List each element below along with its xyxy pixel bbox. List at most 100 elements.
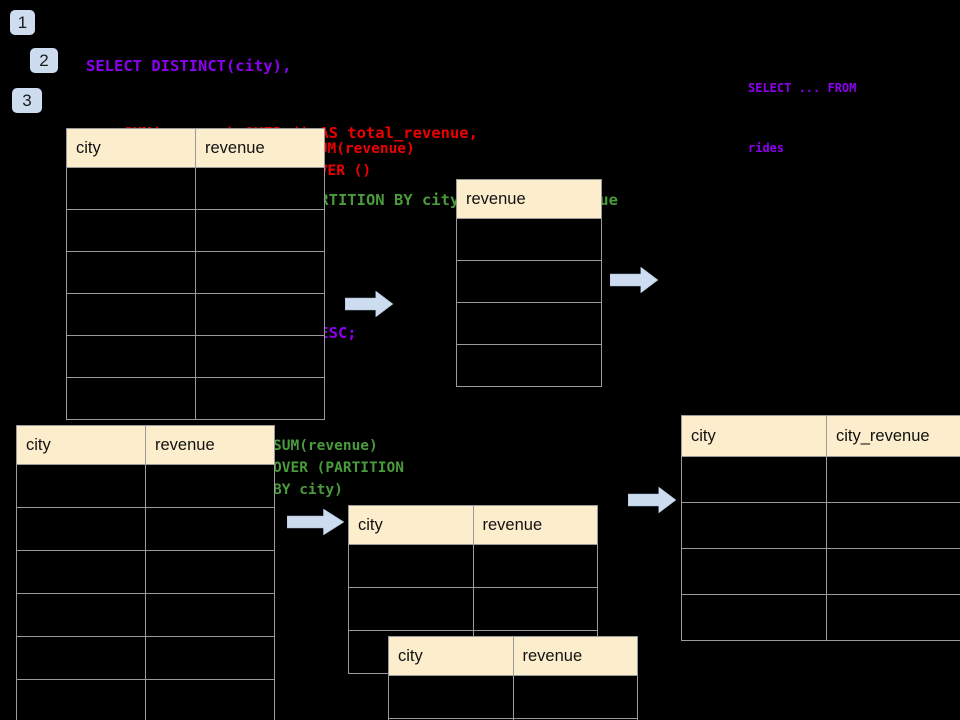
table-row (16, 464, 275, 508)
step-badge-3-label: 3 (22, 91, 32, 110)
table-cell (16, 636, 146, 680)
table-row (456, 302, 602, 345)
column-header-revenue: revenue (472, 505, 598, 545)
table-row (66, 251, 325, 294)
table-row (681, 594, 960, 641)
table-row (681, 456, 960, 503)
table-row (456, 218, 602, 261)
step-badge-2-label: 2 (39, 51, 49, 70)
arrow-source-to-partition (286, 508, 345, 536)
table-row (16, 679, 275, 720)
column-header-city: city (388, 636, 514, 676)
table-cell (472, 544, 598, 588)
table-row (348, 544, 598, 588)
table-cell (826, 456, 960, 503)
arrow-partition-to-result (627, 486, 677, 514)
table-cell (456, 344, 602, 387)
column-header-city_revenue: city_revenue (826, 415, 960, 457)
table-cell (195, 167, 325, 210)
table-row (681, 548, 960, 595)
arrow-source-to-total (344, 290, 394, 318)
table-cell (145, 464, 275, 508)
table-cell (145, 507, 275, 551)
table-cell (195, 377, 325, 420)
total-revenue-table: revenue (456, 179, 602, 387)
column-header-city: city (16, 425, 146, 465)
arrow-total-to-result (609, 266, 659, 294)
table-cell (681, 502, 827, 549)
table-row (456, 260, 602, 303)
table-cell (16, 507, 146, 551)
table-cell (16, 550, 146, 594)
table-row (66, 293, 325, 336)
table-cell (388, 675, 514, 719)
table-row (66, 209, 325, 252)
step-badge-1-label: 1 (17, 13, 28, 32)
table-cell (195, 251, 325, 294)
table-cell (681, 548, 827, 595)
table-row (681, 502, 960, 549)
table-cell (512, 718, 638, 720)
table-cell (681, 456, 827, 503)
table-row (66, 335, 325, 378)
column-header-revenue: revenue (512, 636, 638, 676)
table-cell (66, 335, 196, 378)
table-cell (145, 593, 275, 637)
table-row (16, 636, 275, 680)
table-cell (826, 502, 960, 549)
table-cell (145, 679, 275, 720)
table-cell (681, 594, 827, 641)
side-note-line-1: SELECT ... FROM (748, 81, 857, 95)
table-cell (16, 593, 146, 637)
table-cell (456, 218, 602, 261)
side-note-select-from: SELECT ... FROM rides (748, 38, 856, 198)
table-cell (66, 209, 196, 252)
table-row (16, 550, 275, 594)
step-badge-1: 1 (10, 10, 35, 35)
column-header-revenue: revenue (145, 425, 275, 465)
table-cell (66, 377, 196, 420)
table-cell (195, 335, 325, 378)
side-note-line-2: rides (748, 141, 785, 155)
table-cell (348, 587, 474, 631)
table-row (348, 587, 598, 631)
table-row (66, 167, 325, 210)
table-cell (66, 167, 196, 210)
sql-line-select: SELECT DISTINCT(city), (86, 57, 292, 76)
table-cell (66, 251, 196, 294)
table-cell (456, 260, 602, 303)
table-cell (456, 302, 602, 345)
step-badge-3: 3 (12, 88, 42, 113)
table-cell (16, 679, 146, 720)
step-badge-2: 2 (30, 48, 58, 73)
annotation-over-empty: SUM(revenue) OVER () (310, 141, 415, 179)
table-row (388, 675, 638, 719)
table-cell (348, 544, 474, 588)
table-row (456, 344, 602, 387)
table-header-row: revenue (456, 179, 602, 219)
table-cell (826, 548, 960, 595)
column-header-city: city (348, 505, 474, 545)
column-header-revenue: revenue (456, 179, 602, 219)
table-cell (826, 594, 960, 641)
table-row (66, 377, 325, 420)
column-header-city: city (66, 128, 196, 168)
annotation-over-partition: SUM(revenue) OVER (PARTITION BY city) (273, 438, 404, 498)
table-cell (195, 293, 325, 336)
table-cell (145, 636, 275, 680)
table-cell (472, 587, 598, 631)
table-row (388, 718, 638, 720)
column-header-city: city (681, 415, 827, 457)
table-cell (16, 464, 146, 508)
table-cell (512, 675, 638, 719)
